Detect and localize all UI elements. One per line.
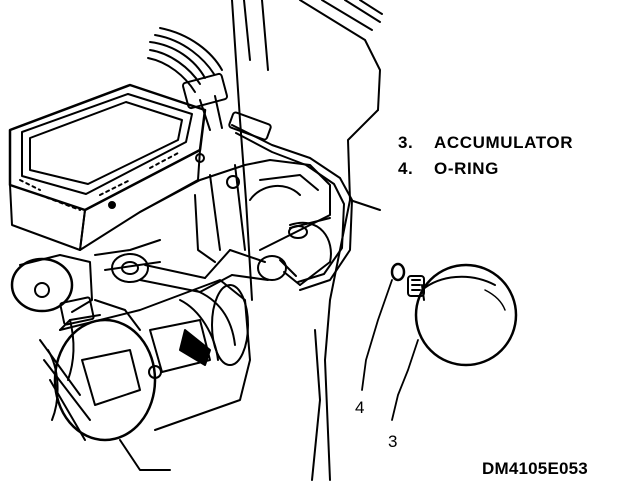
legend-number: 4. xyxy=(398,159,414,178)
legend-item-accumulator: 3. ACCUMULATOR xyxy=(398,130,573,156)
legend-label: ACCUMULATOR xyxy=(434,133,574,152)
callout-accumulator: 3 xyxy=(388,432,398,451)
callout-o-ring: 4 xyxy=(355,398,365,417)
legend-number: 3. xyxy=(398,133,414,152)
brake-lines xyxy=(228,111,353,291)
fluid-reservoir xyxy=(8,83,207,251)
pump-motor-assembly xyxy=(39,279,251,471)
legend-item-o-ring: 4. O-RING xyxy=(398,156,573,182)
firewall-panel xyxy=(231,0,383,481)
cylinder-ports xyxy=(10,249,287,313)
legend-label: O-RING xyxy=(434,159,499,178)
wiring-harness xyxy=(147,27,229,131)
leader-line-o-ring xyxy=(361,279,393,391)
o-ring xyxy=(390,262,406,282)
leader-line-accumulator xyxy=(391,339,419,421)
parts-legend: 3. ACCUMULATOR 4. O-RING xyxy=(398,130,573,182)
figure-code: DM4105E053 xyxy=(482,459,588,478)
accumulator xyxy=(407,263,518,367)
